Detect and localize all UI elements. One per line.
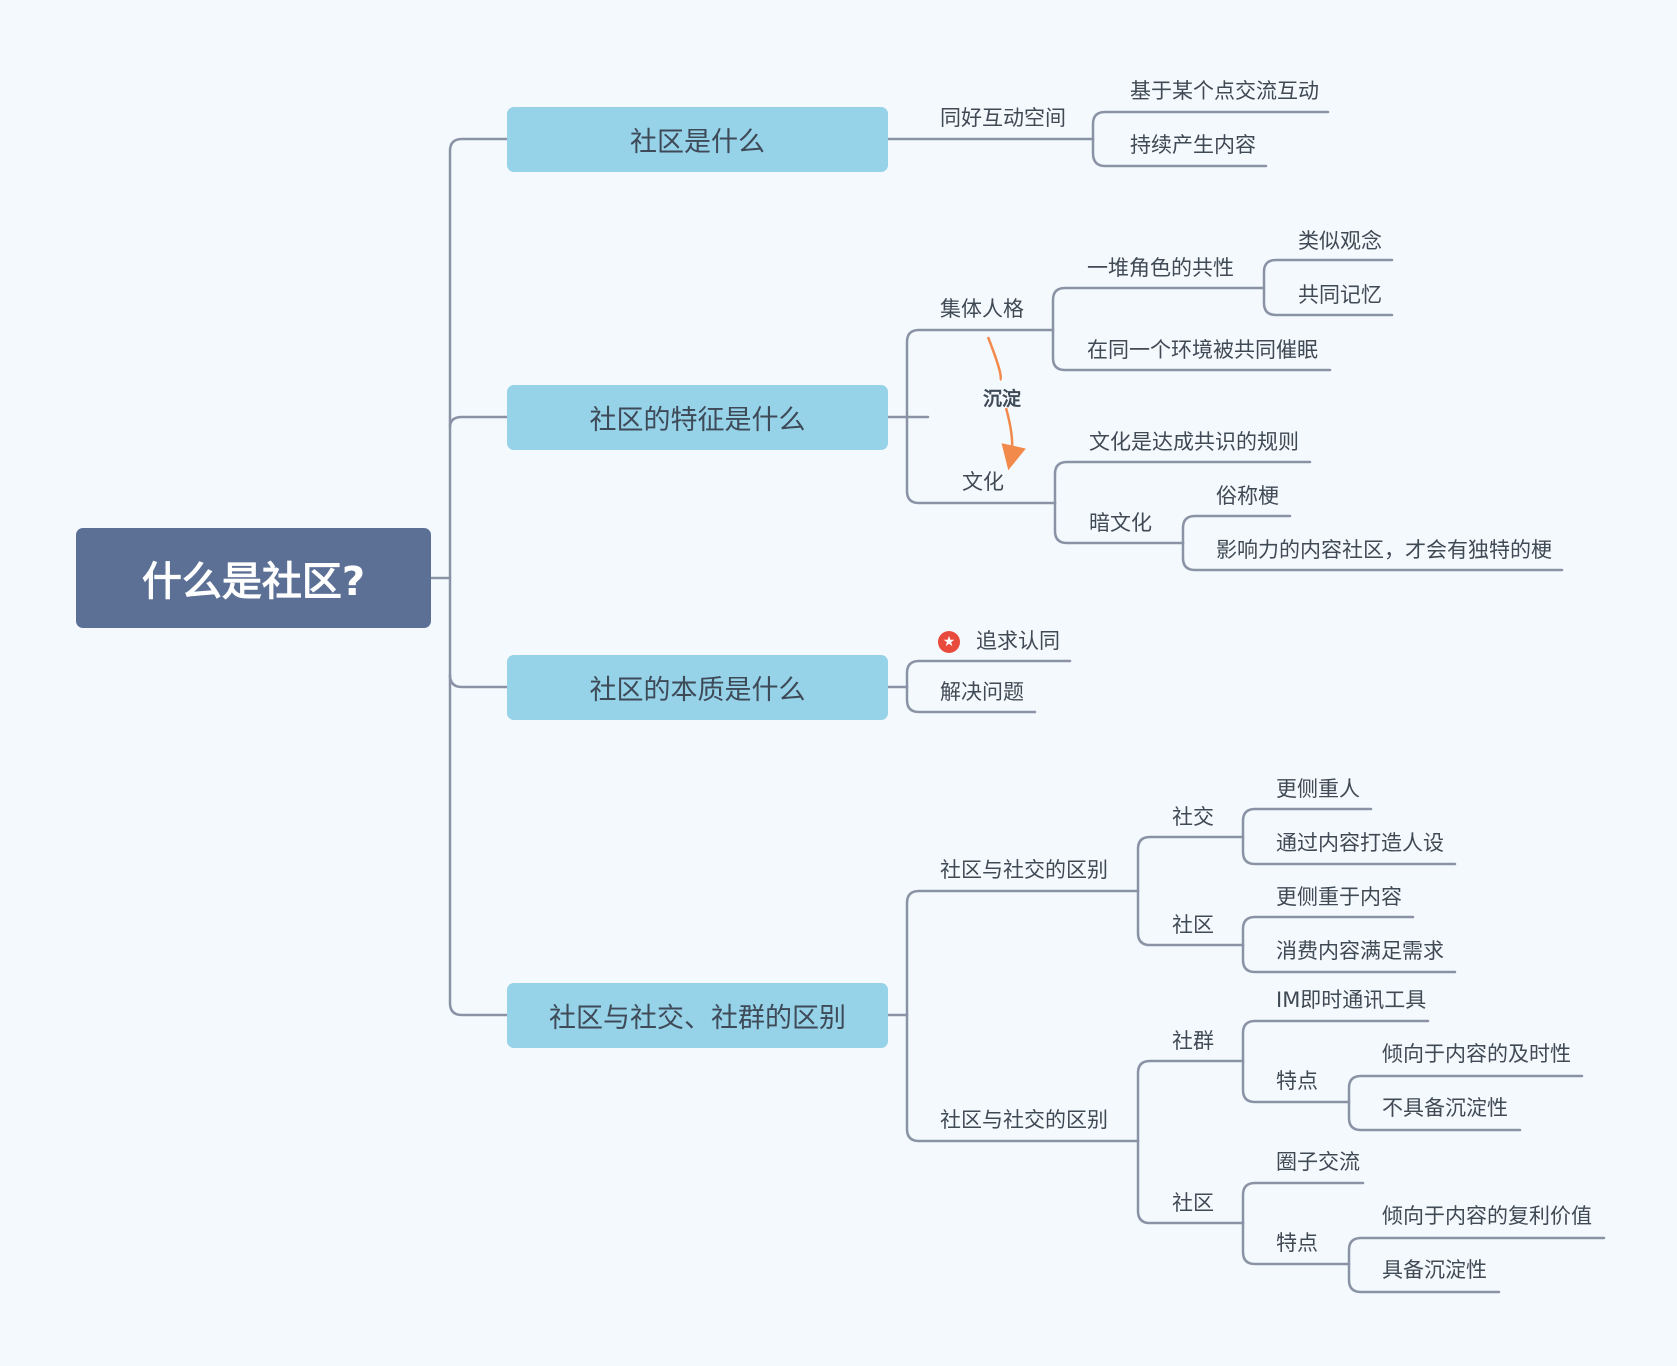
root-topic[interactable]: 什么是社区? xyxy=(76,528,431,628)
subtopic-trait[interactable]: 特点 xyxy=(1276,1069,1318,1093)
subtopic-im-tool[interactable]: IM即时通讯工具 xyxy=(1276,988,1427,1012)
subtopic-persona[interactable]: 通过内容打造人设 xyxy=(1276,831,1444,855)
subtopic-group-difference[interactable]: 社区与社交的区别 xyxy=(940,1108,1108,1132)
main-topic-what[interactable]: 社区是什么 xyxy=(507,107,888,172)
star-icon: ★ xyxy=(938,631,960,653)
main-topic-difference[interactable]: 社区与社交、社群的区别 xyxy=(507,983,888,1048)
subtopic-hidden-culture[interactable]: 暗文化 xyxy=(1089,511,1152,535)
subtopic-interaction[interactable]: 基于某个点交流互动 xyxy=(1130,79,1319,103)
branch-what-connectors xyxy=(886,110,1330,168)
subtopic-no-sediment[interactable]: 不具备沉淀性 xyxy=(1382,1096,1508,1120)
subtopic-identity[interactable]: 追求认同 xyxy=(976,629,1060,653)
subtopic-community[interactable]: 社区 xyxy=(1172,913,1214,937)
subtopic-rule[interactable]: 文化是达成共识的规则 xyxy=(1089,430,1299,454)
subtopic-content[interactable]: 持续产生内容 xyxy=(1130,133,1256,157)
subtopic-solve-problem[interactable]: 解决问题 xyxy=(940,680,1024,704)
branch-essence-connectors xyxy=(886,659,1072,714)
subtopic-memory[interactable]: 共同记忆 xyxy=(1298,283,1382,307)
main-topic-essence[interactable]: 社区的本质是什么 xyxy=(507,655,888,720)
subtopic-trait-2[interactable]: 特点 xyxy=(1276,1231,1318,1255)
main-topic-label: 社区的特征是什么 xyxy=(589,405,806,436)
subtopic-sediment[interactable]: 具备沉淀性 xyxy=(1382,1258,1487,1282)
branch-features-connectors xyxy=(886,258,1564,572)
root-topic-label: 什么是社区? xyxy=(141,559,366,605)
relationship-arrow xyxy=(986,336,1026,471)
subtopic-common[interactable]: 一堆角色的共性 xyxy=(1087,256,1234,280)
subtopic-space[interactable]: 同好互动空间 xyxy=(940,106,1066,130)
branch-difference-connectors xyxy=(886,807,1606,1294)
root-connectors xyxy=(429,137,509,1017)
subtopic-people[interactable]: 更侧重人 xyxy=(1276,777,1360,801)
subtopic-culture[interactable]: 文化 xyxy=(962,470,1004,494)
subtopic-consume[interactable]: 消费内容满足需求 xyxy=(1276,939,1444,963)
subtopic-community-2[interactable]: 社区 xyxy=(1172,1191,1214,1215)
subtopic-social-difference[interactable]: 社区与社交的区别 xyxy=(940,858,1108,882)
subtopic-content-focus[interactable]: 更侧重于内容 xyxy=(1276,885,1402,909)
relationship-label[interactable]: 沉淀 xyxy=(983,388,1022,410)
subtopic-compound-value[interactable]: 倾向于内容的复利价值 xyxy=(1382,1204,1592,1228)
subtopic-collective[interactable]: 集体人格 xyxy=(940,297,1024,321)
subtopic-social[interactable]: 社交 xyxy=(1172,805,1214,829)
subtopic-ideas[interactable]: 类似观念 xyxy=(1298,229,1382,253)
subtopic-meme[interactable]: 俗称梗 xyxy=(1216,484,1279,508)
main-topic-label: 社区是什么 xyxy=(630,127,765,158)
subtopic-circle[interactable]: 圈子交流 xyxy=(1276,1150,1360,1174)
subtopic-timeliness[interactable]: 倾向于内容的及时性 xyxy=(1382,1042,1571,1066)
subtopic-group[interactable]: 社群 xyxy=(1172,1029,1214,1053)
main-topic-label: 社区的本质是什么 xyxy=(589,675,806,706)
subtopic-influence[interactable]: 影响力的内容社区，才会有独特的梗 xyxy=(1216,538,1552,562)
main-topic-features[interactable]: 社区的特征是什么 xyxy=(507,385,888,450)
subtopic-hypnotized[interactable]: 在同一个环境被共同催眠 xyxy=(1087,338,1318,362)
main-topic-label: 社区与社交、社群的区别 xyxy=(549,1003,846,1034)
